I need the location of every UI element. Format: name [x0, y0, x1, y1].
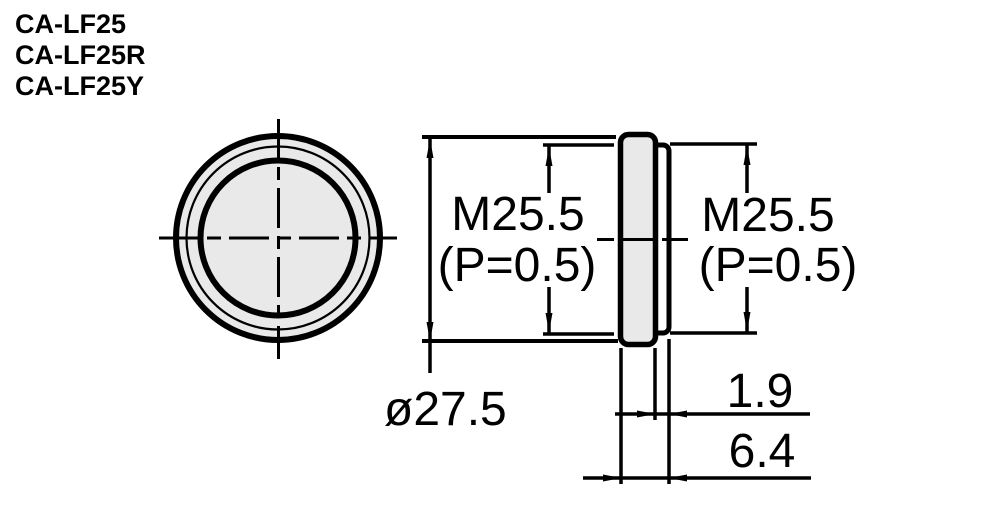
- arrowhead-right: [637, 410, 655, 418]
- arrowhead-down: [743, 312, 751, 331]
- dim-thread-rear: M25.5 (P=0.5): [670, 142, 858, 335]
- thread-front-pitch: (P=0.5): [438, 239, 597, 292]
- model-list: CA-LF25 CA-LF25R CA-LF25Y: [15, 9, 146, 101]
- arrowhead-up: [545, 147, 553, 166]
- overall-thickness-label: 6.4: [729, 425, 796, 478]
- arrowhead-left: [669, 410, 687, 418]
- arrowhead-up: [426, 139, 434, 158]
- arrowhead-right: [603, 474, 621, 482]
- arrowhead-up: [743, 146, 751, 165]
- flange-thickness-label: 1.9: [727, 365, 794, 418]
- dim-overall-thickness: 6.4: [583, 348, 811, 484]
- arrowhead-down: [426, 322, 434, 341]
- model-name-2: CA-LF25R: [15, 40, 146, 70]
- thread-rear-value: M25.5: [701, 189, 834, 242]
- model-name-1: CA-LF25: [15, 9, 126, 39]
- model-name-3: CA-LF25Y: [15, 71, 144, 101]
- outer-diameter-label: ø27.5: [384, 383, 507, 436]
- dim-outer-diameter: ø27.5: [384, 135, 618, 436]
- dim-flange-thickness: 1.9: [615, 339, 810, 484]
- arrowhead-left: [669, 474, 687, 482]
- thread-front-value: M25.5: [451, 188, 584, 241]
- front-view: [159, 119, 397, 359]
- arrowhead-down: [545, 313, 553, 332]
- side-view: [597, 131, 688, 348]
- dim-thread-front: M25.5 (P=0.5): [438, 143, 614, 336]
- thread-rear-pitch: (P=0.5): [699, 239, 858, 292]
